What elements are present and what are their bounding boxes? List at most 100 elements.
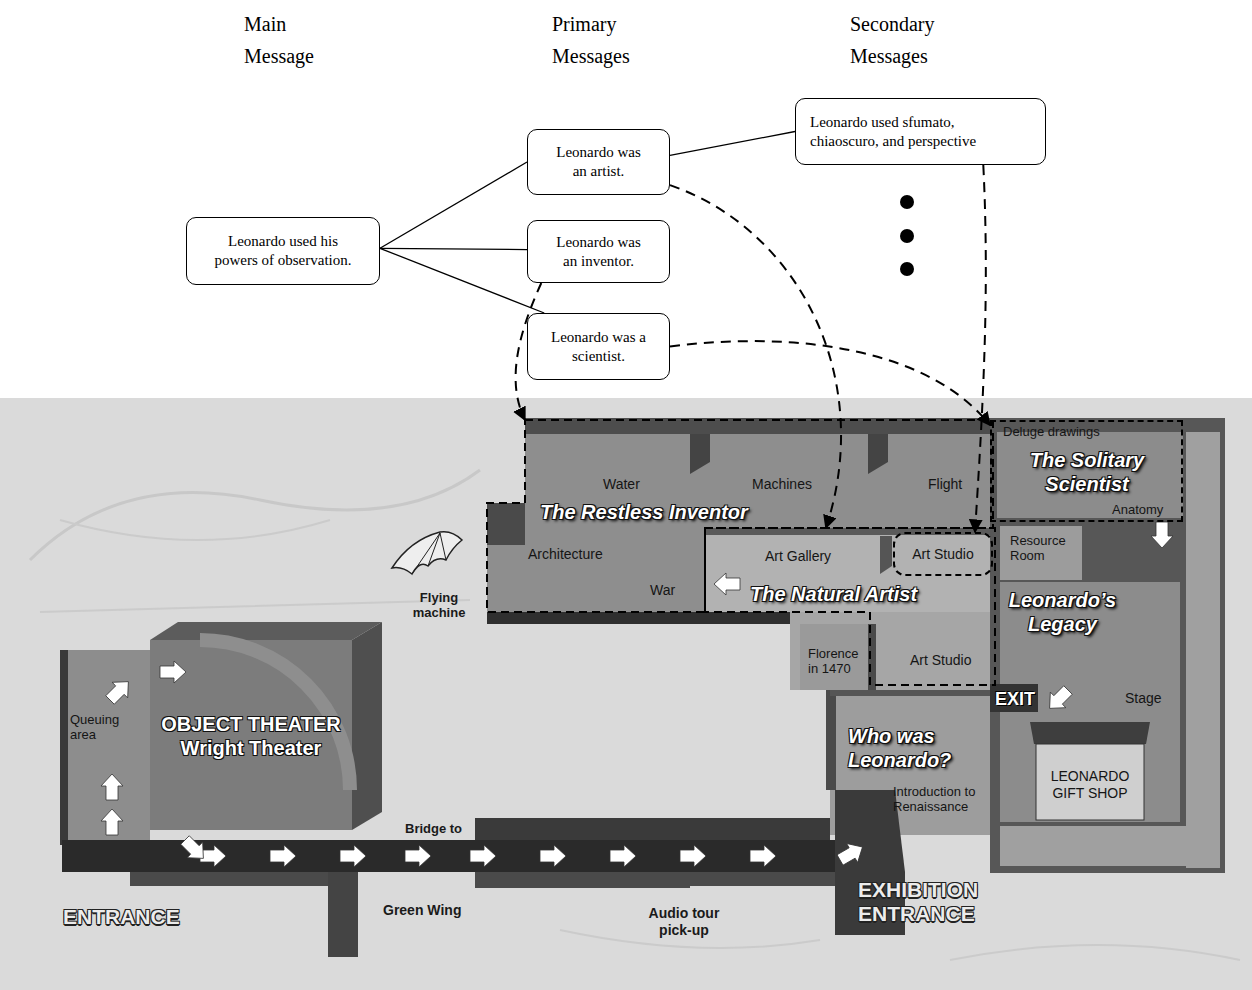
flow-arrow xyxy=(177,832,211,866)
flow-arrow xyxy=(540,845,566,867)
map-label: LEONARDO GIFT SHOP xyxy=(1042,768,1138,802)
dashed-arrow xyxy=(975,165,986,532)
message-text: Leonardo was an artist. xyxy=(548,143,649,181)
resource-room xyxy=(1000,526,1082,580)
map-label: Florence in 1470 xyxy=(808,646,870,676)
flow-arrow xyxy=(835,837,869,869)
flow-arrow xyxy=(680,845,706,867)
tree-line xyxy=(380,248,544,313)
region-title: Art Studio xyxy=(912,546,973,563)
map-label: Stage xyxy=(1125,690,1162,707)
map-label: Resource Room xyxy=(1010,533,1076,563)
exit-patch xyxy=(990,684,1038,712)
flying-machine-icon xyxy=(392,532,462,574)
corridor xyxy=(1186,432,1220,868)
queue-wall xyxy=(60,650,68,845)
region-title: The Solitary Scientist xyxy=(1012,448,1162,496)
corridor-wall xyxy=(690,872,835,886)
theater-top xyxy=(150,622,382,640)
message-text: Leonardo used his powers of observation. xyxy=(207,232,359,270)
dashed-arrow xyxy=(670,185,841,528)
flow-arrow xyxy=(1042,682,1076,716)
message-box: Leonardo was an inventor. xyxy=(527,220,670,283)
ellipsis-dot xyxy=(900,195,914,209)
flow-arrow xyxy=(714,573,740,595)
florence-room xyxy=(800,624,870,690)
map-label: Anatomy xyxy=(1112,502,1163,517)
flow-arrow xyxy=(1151,522,1173,548)
map-label: Deluge drawings xyxy=(1003,424,1100,439)
map-label: EXIT xyxy=(995,688,1035,710)
message-text: Leonardo used sfumato, chiaoscuro, and p… xyxy=(810,113,1015,151)
room-wall xyxy=(830,690,990,696)
dashed-arrow xyxy=(670,341,990,425)
column-heading: Main Message xyxy=(244,8,354,72)
map-label: ENTRANCE xyxy=(63,905,180,929)
message-box: Leonardo used his powers of observation. xyxy=(186,217,380,285)
map-label: Bridge to xyxy=(405,821,462,836)
tree-line xyxy=(670,132,795,156)
map-label: Who was Leonardo? xyxy=(848,724,960,772)
flow-arrow xyxy=(270,845,296,867)
flow-arrow xyxy=(160,661,186,683)
wall-column xyxy=(487,503,525,545)
room-wall xyxy=(826,690,836,790)
region-title: The Natural Artist xyxy=(750,582,917,606)
flow-arrow xyxy=(750,845,776,867)
tree-line xyxy=(380,248,527,249)
map-label: Green Wing xyxy=(383,902,461,919)
wing-walls xyxy=(990,418,1225,873)
map-label: War xyxy=(650,582,675,599)
theater-side xyxy=(352,622,382,830)
wing-ribs xyxy=(412,533,446,574)
scientist-floor xyxy=(997,432,1183,518)
message-text: Leonardo was a scientist. xyxy=(548,328,649,366)
map-label: Art Gallery xyxy=(765,548,831,565)
room-wall xyxy=(868,434,888,474)
ellipsis-dot xyxy=(900,229,914,243)
theater-front xyxy=(150,640,352,830)
message-box: Leonardo was an artist. xyxy=(527,129,670,195)
ellipsis-dot xyxy=(900,262,914,276)
flow-arrow xyxy=(470,845,496,867)
corridor xyxy=(1000,826,1220,866)
column-heading: Secondary Messages xyxy=(850,8,960,72)
flow-arrow xyxy=(101,774,123,800)
flow-arrow xyxy=(405,845,431,867)
corridor-wall xyxy=(475,818,830,840)
message-box: Leonardo used sfumato, chiaoscuro, and p… xyxy=(795,98,1046,165)
region-title: The Restless Inventor xyxy=(540,500,748,524)
flow-arrow xyxy=(101,809,123,835)
message-box: Leonardo was a scientist. xyxy=(527,313,670,380)
map-label: Flying machine xyxy=(408,590,470,620)
map-label: Flight xyxy=(928,476,962,493)
map-label: Machines xyxy=(752,476,812,493)
tree-line xyxy=(380,162,527,248)
map-label: Art Studio xyxy=(910,652,971,669)
corridor-wall xyxy=(130,872,328,886)
studio-floor xyxy=(790,612,995,690)
room-wall xyxy=(690,434,710,474)
gallery-floor xyxy=(705,528,995,612)
region-outline xyxy=(705,528,995,685)
corridor-wall xyxy=(475,872,690,888)
flow-arrow xyxy=(610,845,636,867)
map-label: Queuing area xyxy=(70,712,134,742)
map-ground xyxy=(0,398,1252,990)
shop-front xyxy=(1036,744,1144,820)
exhibit-region: Art Studio xyxy=(893,532,993,576)
map-label: Leonardo’s Legacy xyxy=(1000,588,1125,636)
exhibit-region: The Restless Inventor xyxy=(487,420,993,612)
sketch-line xyxy=(40,520,470,612)
region-outline xyxy=(487,420,993,612)
map-label: Audio tour pick-up xyxy=(636,905,732,939)
inventor-floor xyxy=(487,432,995,612)
map-label: Introduction to Renaissance xyxy=(893,784,988,814)
message-text: Leonardo was an inventor. xyxy=(548,233,649,271)
side-passage xyxy=(328,872,358,957)
queue-floor xyxy=(66,650,150,845)
map-label: Water xyxy=(603,476,640,493)
shop-roof xyxy=(1030,722,1150,744)
flow-arrow xyxy=(200,845,226,867)
